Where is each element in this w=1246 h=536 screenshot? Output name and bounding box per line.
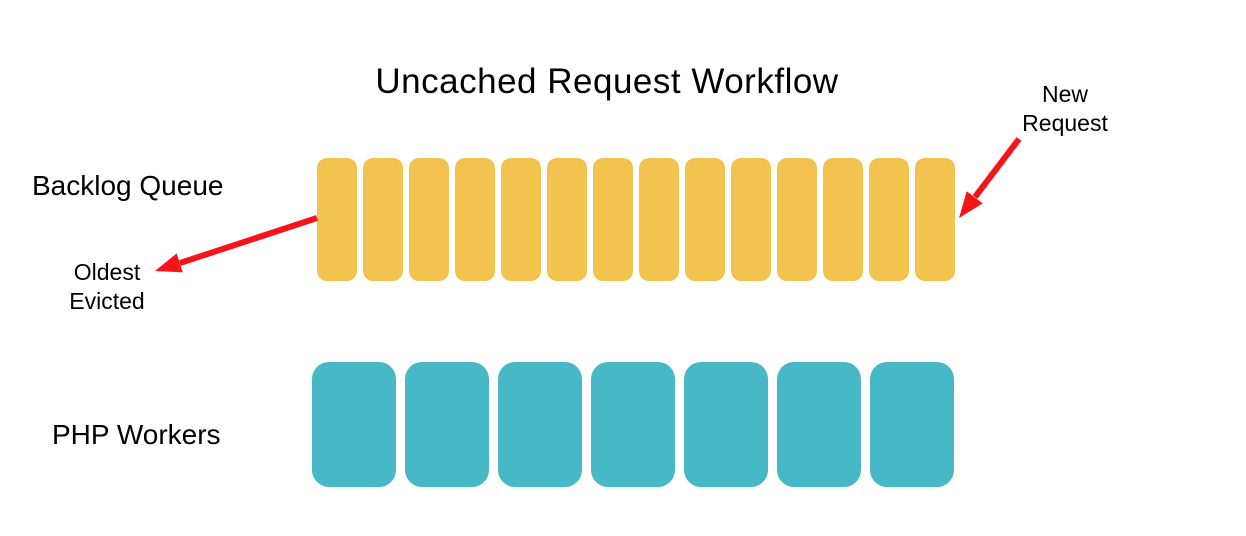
queue-slot	[639, 158, 679, 281]
oldest-evicted-label-line1: Oldest	[73, 259, 141, 285]
php-worker-block	[684, 362, 768, 487]
queue-slot	[501, 158, 541, 281]
new-request-arrow	[959, 137, 1022, 218]
queue-slot	[317, 158, 357, 281]
php-worker-block	[591, 362, 675, 487]
new-request-label-line1: New	[1041, 81, 1089, 107]
diagram-title: Uncached Request Workflow	[375, 62, 839, 101]
queue-slot	[869, 158, 909, 281]
queue-slot	[685, 158, 725, 281]
queue-slot	[593, 158, 633, 281]
php-worker-block	[405, 362, 489, 487]
oldest-evicted-arrow	[155, 215, 318, 273]
new-request-label-line2: Request	[1022, 110, 1108, 136]
php-workers-row	[312, 362, 954, 487]
oldest-evicted-label-line2: Evicted	[69, 288, 145, 314]
queue-slot	[823, 158, 863, 281]
backlog-queue-label: Backlog Queue	[32, 170, 224, 201]
queue-slot	[915, 158, 955, 281]
oldest-evicted-label: Oldest Evicted	[69, 258, 144, 316]
php-worker-block	[870, 362, 954, 487]
php-worker-block	[777, 362, 861, 487]
new-request-label: New Request	[1022, 80, 1108, 138]
queue-slot	[777, 158, 817, 281]
queue-slot	[731, 158, 771, 281]
queue-slot	[455, 158, 495, 281]
queue-slot	[547, 158, 587, 281]
php-worker-block	[312, 362, 396, 487]
queue-slot	[363, 158, 403, 281]
php-worker-block	[498, 362, 582, 487]
backlog-queue-row	[317, 158, 955, 281]
php-workers-label: PHP Workers	[52, 419, 221, 450]
queue-slot	[409, 158, 449, 281]
